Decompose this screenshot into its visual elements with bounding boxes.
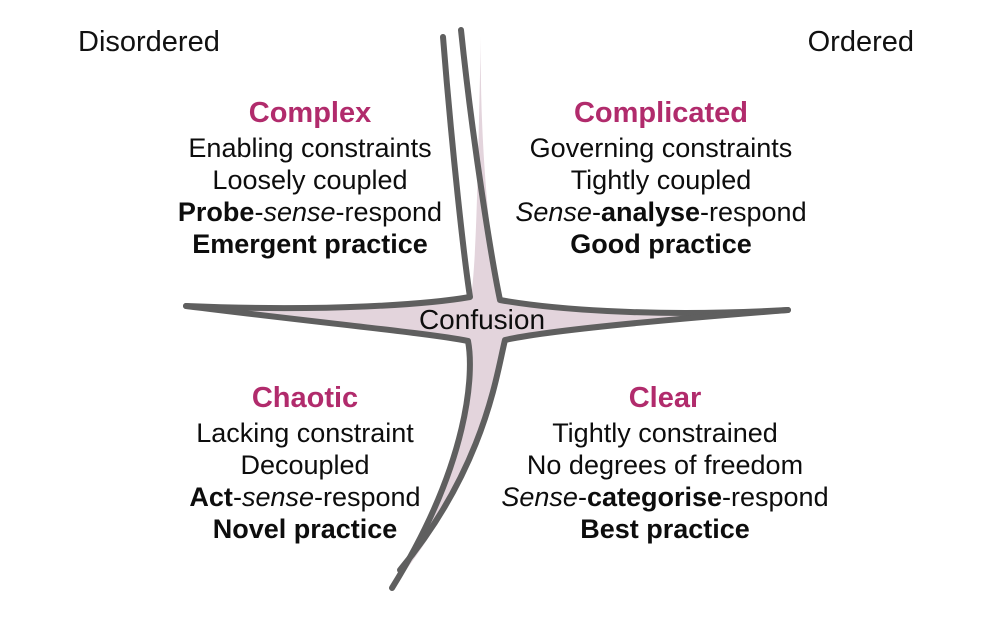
boundary-curve-upper-right — [458, 27, 791, 316]
complicated-action-2: analyse — [600, 196, 701, 227]
quadrant-complicated[interactable]: Complicated Governing constraints Tightl… — [496, 96, 826, 261]
complex-action-2: sense — [263, 196, 336, 227]
complex-sep-1: - — [254, 196, 264, 227]
quadrant-title-clear: Clear — [628, 382, 702, 414]
quadrant-line-chaotic-3: Act-sense-respond — [140, 482, 470, 514]
quadrant-line-complex-4: Emergent practice — [192, 228, 428, 259]
axis-label-disordered: Disordered — [78, 26, 220, 58]
complex-action-1: Probe — [177, 196, 255, 227]
quadrant-title-complex: Complex — [248, 97, 372, 129]
quadrant-line-complex-1: Enabling constraints — [188, 133, 432, 164]
complicated-action-3: -respond — [700, 196, 807, 227]
quadrant-line-chaotic-1: Lacking constraint — [196, 418, 414, 449]
quadrant-title-chaotic: Chaotic — [251, 382, 359, 414]
clear-sep-1: - — [577, 481, 587, 512]
quadrant-line-clear-3: Sense-categorise-respond — [500, 482, 830, 514]
quadrant-line-clear-2: No degrees of freedom — [526, 450, 804, 481]
quadrant-line-clear-4: Best practice — [580, 513, 750, 544]
complex-action-3: -respond — [335, 196, 443, 227]
quadrant-title-complicated: Complicated — [573, 97, 749, 129]
complicated-sep-1: - — [591, 196, 601, 227]
chaotic-sep-1: - — [232, 481, 242, 512]
axis-label-ordered: Ordered — [807, 26, 914, 58]
boundary-curve-lower-right — [397, 307, 791, 573]
quadrant-line-complicated-1: Governing constraints — [529, 133, 793, 164]
star-fill-shape — [186, 36, 788, 588]
quadrant-line-complicated-2: Tightly coupled — [570, 165, 752, 196]
clear-action-1: Sense — [501, 481, 578, 512]
quadrant-line-complicated-3: Sense-analyse-respond — [496, 197, 826, 229]
clear-action-3: -respond — [722, 481, 829, 512]
quadrant-line-chaotic-4: Novel practice — [212, 513, 398, 544]
complicated-action-1: Sense — [515, 196, 592, 227]
quadrant-clear[interactable]: Clear Tightly constrained No degrees of … — [500, 381, 830, 546]
quadrant-line-complicated-4: Good practice — [570, 228, 752, 259]
chaotic-action-3: -respond — [314, 481, 421, 512]
quadrant-line-complex-3: Probe-sense-respond — [145, 197, 475, 229]
quadrant-line-complex-2: Loosely coupled — [212, 165, 408, 196]
quadrant-line-chaotic-2: Decoupled — [240, 450, 370, 481]
center-label-confusion: Confusion — [418, 304, 546, 335]
chaotic-action-2: sense — [241, 481, 314, 512]
quadrant-complex[interactable]: Complex Enabling constraints Loosely cou… — [145, 96, 475, 261]
quadrant-line-clear-1: Tightly constrained — [552, 418, 778, 449]
quadrant-chaotic[interactable]: Chaotic Lacking constraint Decoupled Act… — [140, 381, 470, 546]
clear-action-2: categorise — [586, 481, 723, 512]
boundary-curve-lower-left — [183, 303, 473, 591]
chaotic-action-1: Act — [189, 481, 233, 512]
boundary-curve-upper-left — [183, 34, 473, 312]
